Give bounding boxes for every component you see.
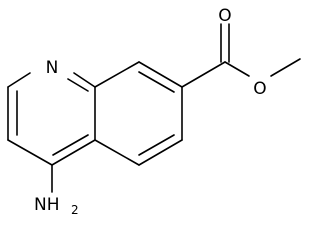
bond-carbonyl-c-o xyxy=(224,61,250,77)
bond-c5-c4a xyxy=(94,139,140,166)
atom-amino-subscript: 2 xyxy=(71,203,79,217)
bond-c8a-c8 xyxy=(94,61,140,88)
bond-c4-c4a xyxy=(51,139,96,166)
bond-c8a-n1-inner xyxy=(67,78,89,92)
bond-c4-c4a-inner xyxy=(52,134,89,156)
atom-n1-label: N xyxy=(46,58,59,78)
bond-c2-n1 xyxy=(7,72,31,88)
bond-o-methyl xyxy=(270,58,301,77)
pyridine-ring xyxy=(7,72,96,166)
molecule-structure: N O O NH 2 xyxy=(7,6,301,217)
atom-amino-label: NH xyxy=(34,195,60,215)
bond-c6-c5 xyxy=(138,139,183,166)
bond-c7-carbonyl-c xyxy=(181,61,226,88)
benzene-ring xyxy=(94,61,183,166)
bond-c8a-n1 xyxy=(73,72,96,88)
atom-o-ester-label: O xyxy=(253,79,266,99)
bond-c8-c7-inner xyxy=(138,71,175,93)
bond-c6-c5-inner xyxy=(138,134,175,156)
bond-c3-c4 xyxy=(7,139,53,166)
atom-o-carbonyl-label: O xyxy=(218,6,231,26)
ester-group xyxy=(181,23,301,88)
bond-c8-c7 xyxy=(138,61,183,88)
